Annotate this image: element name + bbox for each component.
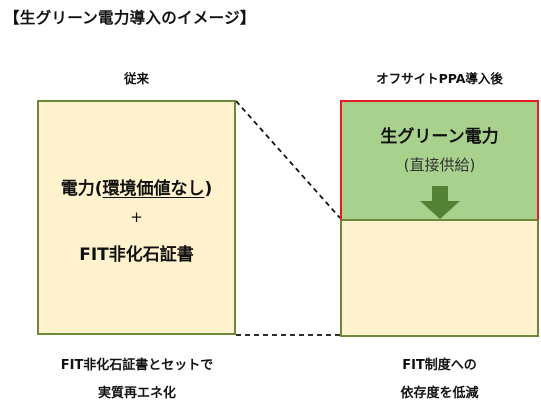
right-footer-line2: 依存度を低減 [400, 386, 479, 401]
upper-connector-line [235, 100, 341, 219]
left-footer-line1: FIT非化石証書とセットで [60, 358, 214, 373]
no-environmental-value-text: 環境価値なし [102, 179, 205, 199]
right-footer: FIT制度への 依存度を低減 [340, 352, 539, 408]
diagram-title: 【生グリーン電力導入のイメージ】 [4, 9, 256, 27]
offsite-ppa-box: 生グリーン電力 (直接供給) [340, 100, 539, 337]
right-footer-line1: FIT制度への [402, 358, 477, 373]
direct-supply-label: (直接供給) [403, 156, 476, 174]
left-column-heading: 従来 [123, 71, 149, 86]
plus-sign: + [130, 208, 143, 226]
left-footer: FIT非化石証書とセットで 実質再エネ化 [0, 352, 274, 408]
fit-certificate-label: FIT非化石証書 [79, 245, 194, 265]
green-power-section: 生グリーン電力 (直接供給) [340, 100, 539, 221]
left-footer-line2: 実質再エネ化 [97, 386, 176, 401]
conventional-power-label: 電力(環境価値なし) [60, 179, 213, 199]
green-power-label: 生グリーン電力 [380, 127, 499, 147]
right-column-heading: オフサイトPPA導入後 [376, 71, 503, 86]
conventional-box: 電力(環境価値なし) + FIT非化石証書 [37, 100, 236, 335]
down-arrow-icon [420, 186, 460, 219]
